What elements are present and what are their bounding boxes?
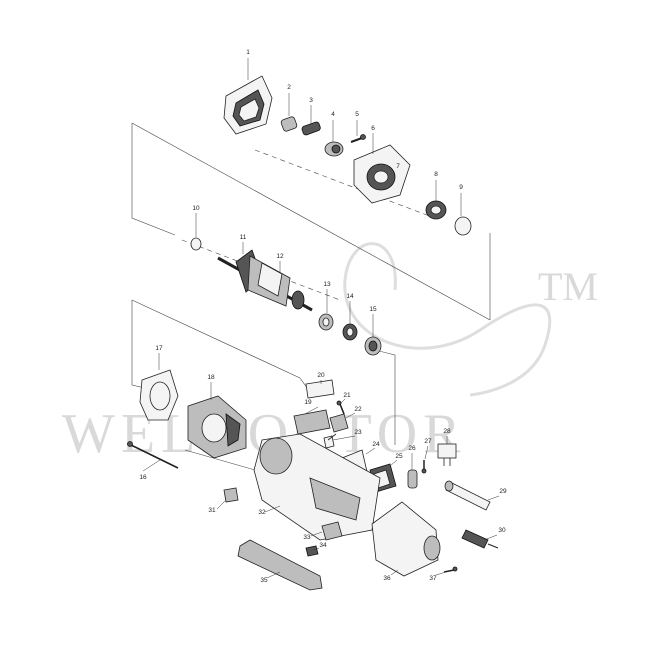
callout-number-11: 11 <box>240 234 247 241</box>
callout-number-1: 1 <box>246 49 250 56</box>
part-17-baffle-plate <box>139 369 179 421</box>
callout-number-19: 19 <box>304 399 312 406</box>
part-20-label <box>305 379 335 399</box>
part-14-ball-bearing <box>342 323 358 341</box>
callout-number-29: 29 <box>499 488 507 495</box>
callout-number-5: 5 <box>355 111 359 118</box>
part-4-ring <box>324 141 344 157</box>
callout-number-34: 34 <box>319 542 327 549</box>
callout-number-31: 31 <box>208 507 216 514</box>
callout-number-22: 22 <box>354 406 362 413</box>
part-3-spacer <box>301 121 321 136</box>
part-6-bearing-box <box>353 144 411 204</box>
callout-number-8: 8 <box>434 171 438 178</box>
part-10-retaining-ring <box>190 237 202 251</box>
part-9-retaining-ring <box>454 216 472 236</box>
callout-number-26: 26 <box>408 445 416 452</box>
part-5-screw <box>350 134 366 143</box>
callout-number-21: 21 <box>343 392 351 399</box>
part-34-spring <box>305 545 319 557</box>
callout-number-9: 9 <box>459 184 463 191</box>
part-30-cord <box>461 529 499 549</box>
callout-number-28: 28 <box>443 428 451 435</box>
part-15-insulation-washer <box>364 336 382 356</box>
callout-number-37: 37 <box>429 575 437 582</box>
callout-number-10: 10 <box>192 205 200 212</box>
part-8-ball-bearing <box>425 200 447 220</box>
callout-number-2: 2 <box>287 84 291 91</box>
callout-number-7: 7 <box>396 163 400 170</box>
callout-number-13: 13 <box>323 281 331 288</box>
callout-number-25: 25 <box>395 453 403 460</box>
callout-number-35: 35 <box>260 577 268 584</box>
callout-number-16: 16 <box>139 474 147 481</box>
part-16-long-screw <box>127 441 179 469</box>
callout-number-27: 27 <box>424 438 432 445</box>
part-13-washer <box>318 313 334 331</box>
part-22-brush-holder <box>329 413 349 433</box>
part-37-screw <box>443 566 458 573</box>
part-36-rear-cover <box>371 501 441 577</box>
callout-number-17: 17 <box>155 345 163 352</box>
callout-number-33: 33 <box>303 534 311 541</box>
part-27-screw <box>421 460 427 474</box>
part-32-motor-housing <box>253 433 381 541</box>
part-35-switch-lever <box>237 539 323 591</box>
callout-number-6: 6 <box>371 125 375 132</box>
part-2-collet-nut <box>280 116 298 132</box>
callout-number-23: 23 <box>354 429 362 436</box>
callout-number-30: 30 <box>498 527 506 534</box>
part-18-field-coil <box>187 395 247 459</box>
part-19-label <box>293 409 331 435</box>
callout-number-24: 24 <box>372 441 380 448</box>
watermark-trademark: TM <box>538 264 598 309</box>
callout-number-32: 32 <box>258 509 266 516</box>
callout-number-36: 36 <box>383 575 391 582</box>
callout-number-15: 15 <box>369 306 377 313</box>
callout-number-18: 18 <box>207 374 215 381</box>
part-11-12-armature <box>217 249 313 312</box>
part-26-strain-relief <box>407 469 418 489</box>
callout-number-3: 3 <box>309 97 313 104</box>
callout-number-12: 12 <box>276 253 284 260</box>
part-33-switch-lever-holder <box>321 521 343 541</box>
part-31-button <box>223 487 239 503</box>
watermark: WELDOCTOR TM <box>62 242 598 465</box>
callout-number-20: 20 <box>317 372 325 379</box>
watermark-swirl <box>343 242 552 397</box>
callout-number-14: 14 <box>346 293 354 300</box>
callout-leader-lines <box>142 58 500 579</box>
part-23-carbon-brush <box>323 433 337 449</box>
part-1-front-housing-cover <box>223 75 273 135</box>
part-29-cord-guard <box>444 480 491 511</box>
callout-number-4: 4 <box>331 111 335 118</box>
